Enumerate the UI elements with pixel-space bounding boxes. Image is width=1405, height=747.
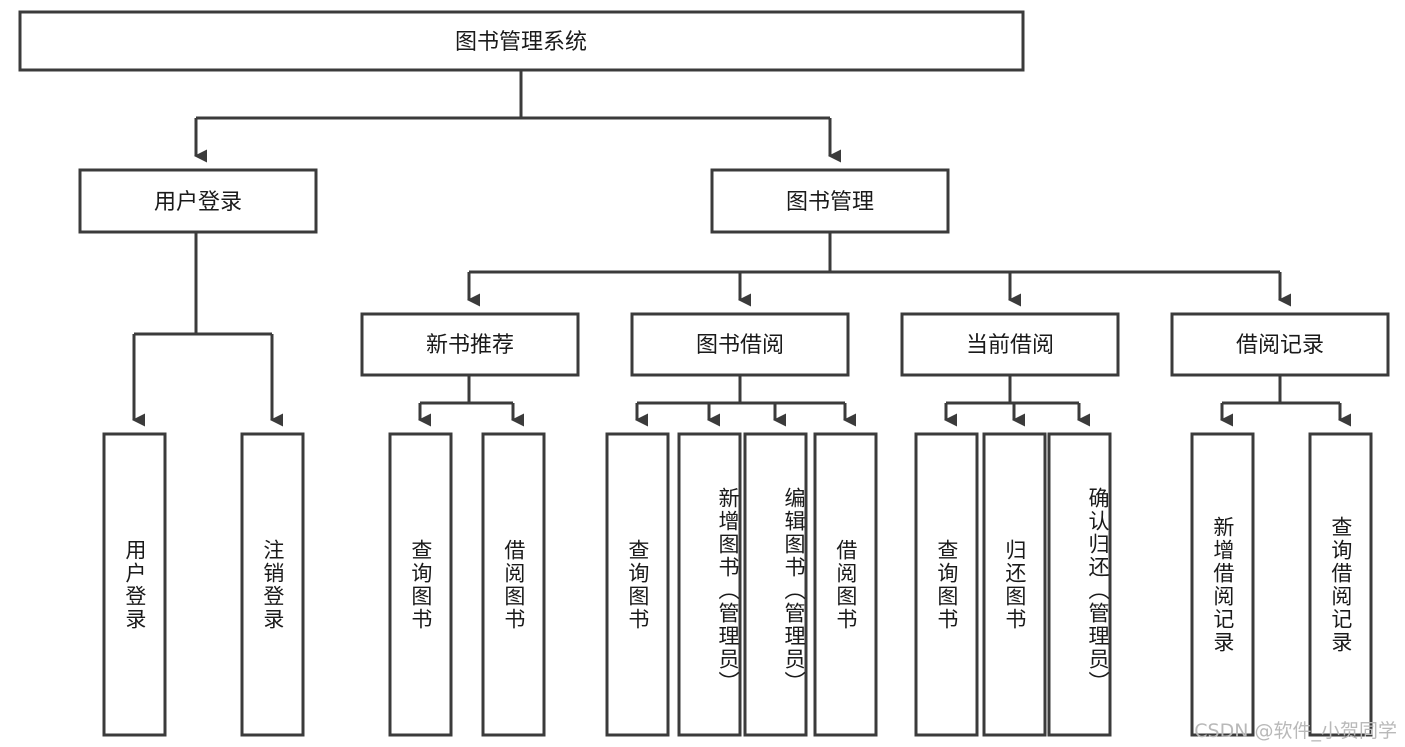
connectors-book-manage-to-level3 [467, 232, 1291, 307]
node-current-borrow-box[interactable] [900, 312, 1120, 377]
node-book-borrow-label: 图书借阅 [696, 333, 784, 358]
node-new-book-rec-label: 新书推荐 [426, 333, 514, 358]
node-leaf-add-record-box[interactable] [1190, 432, 1255, 737]
node-new-book-rec-box[interactable] [360, 312, 580, 377]
node-current-borrow-label: 当前借阅 [966, 333, 1054, 358]
connectors-new-book-rec-to-leaves [418, 375, 524, 427]
connectors-current-borrow-to-leaves [944, 375, 1090, 427]
node-user-login-label: 用户登录 [154, 190, 242, 215]
node-book-manage-label: 图书管理 [786, 190, 874, 215]
node-borrow-record-label: 借阅记录 [1236, 333, 1324, 358]
node-leaf-borrow-book-1-box[interactable] [481, 432, 546, 737]
node-borrow-record[interactable]: 借阅记录 [1170, 312, 1390, 377]
node-leaf-confirm-return-box[interactable] [1047, 432, 1112, 737]
node-leaf-add-book-box[interactable] [677, 432, 742, 737]
connectors-book-borrow-to-leaves [635, 375, 856, 427]
node-leaf-edit-book-box[interactable] [743, 432, 808, 737]
node-root[interactable]: 图书管理系统 [18, 10, 1025, 72]
node-leaf-user-login-box[interactable] [102, 432, 167, 737]
node-leaf-query-book-3-box[interactable] [914, 432, 979, 737]
node-book-borrow-box[interactable] [630, 312, 850, 377]
node-current-borrow[interactable]: 当前借阅 [900, 312, 1120, 377]
node-root-label: 图书管理系统 [455, 30, 587, 55]
connectors-level1-to-level2 [194, 70, 841, 163]
csdn-watermark: CSDN @软件_小贺同学 [1194, 720, 1397, 742]
node-root-box[interactable] [18, 10, 1025, 72]
node-leaf-return-book-box[interactable] [982, 432, 1047, 737]
node-new-book-rec[interactable]: 新书推荐 [360, 312, 580, 377]
node-borrow-record-box[interactable] [1170, 312, 1390, 377]
node-leaf-borrow-book-2-box[interactable] [813, 432, 878, 737]
node-leaf-query-book-2-box[interactable] [605, 432, 670, 737]
node-book-manage[interactable]: 图书管理 [710, 168, 950, 234]
node-leaf-query-record-box[interactable] [1308, 432, 1373, 737]
node-user-login-box[interactable] [78, 168, 318, 234]
node-leaf-query-book-1-box[interactable] [388, 432, 453, 737]
node-book-borrow[interactable]: 图书借阅 [630, 312, 850, 377]
node-leaf-logout-box[interactable] [240, 432, 305, 737]
connectors-borrow-record-to-leaves [1220, 375, 1351, 427]
connectors-user-login-to-leaves [132, 232, 283, 427]
node-user-login[interactable]: 用户登录 [78, 168, 318, 234]
node-book-manage-box[interactable] [710, 168, 950, 234]
